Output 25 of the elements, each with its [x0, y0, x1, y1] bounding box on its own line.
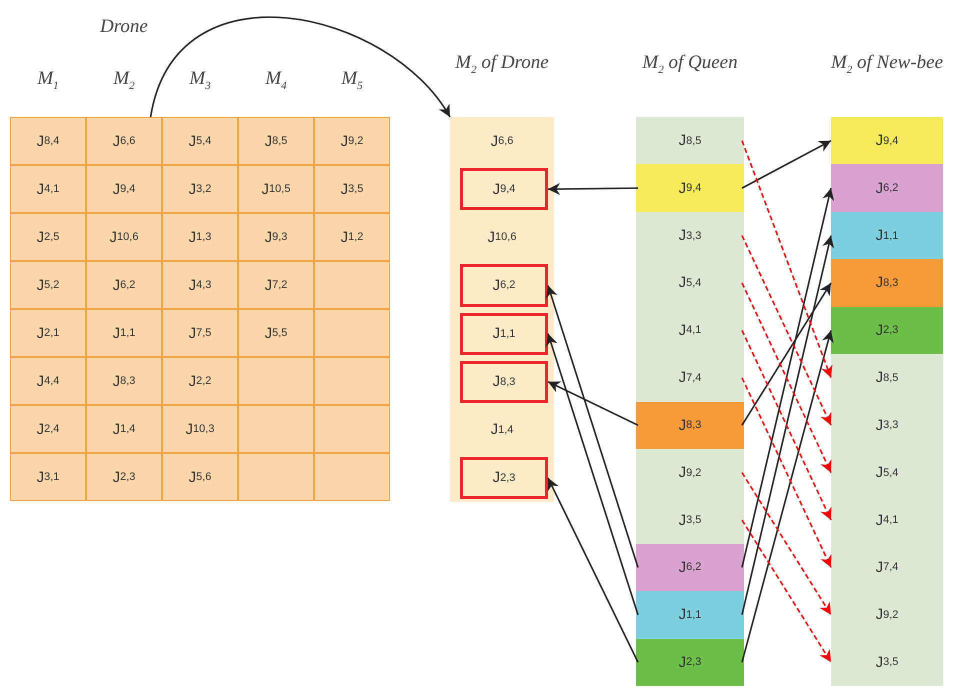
arrow: [741, 330, 834, 662]
arrow: [547, 478, 639, 663]
dashed-arrow: [741, 520, 832, 663]
dashed-arrow: [741, 235, 832, 426]
column-header: M$_{5}$: [341, 68, 363, 92]
arrow: [741, 235, 834, 616]
arrow: [741, 282, 832, 426]
arrow: [548, 183, 638, 196]
dashed-arrow: [741, 377, 832, 568]
dashed-arrow: [741, 140, 832, 378]
column-header: M$_{1}$: [37, 68, 59, 92]
column-header: M$_{2}$: [113, 68, 135, 92]
column-header: M$_{4}$: [265, 68, 287, 92]
arrow: [741, 188, 834, 568]
curved-arrow: [150, 16, 451, 118]
table-title: Drone: [100, 16, 148, 38]
arrow: [548, 380, 638, 426]
dashed-arrow: [741, 472, 832, 616]
dashed-arrow: [741, 330, 832, 520]
dashed-arrow: [741, 282, 832, 473]
column-heading: M$_{2}$ of Drone: [455, 52, 549, 76]
column-heading: M$_{2}$ of Queen: [642, 52, 738, 76]
arrow: [742, 140, 832, 189]
column-heading: M$_{2}$ of New-bee: [830, 52, 944, 76]
column-header: M$_{3}$: [189, 68, 211, 92]
